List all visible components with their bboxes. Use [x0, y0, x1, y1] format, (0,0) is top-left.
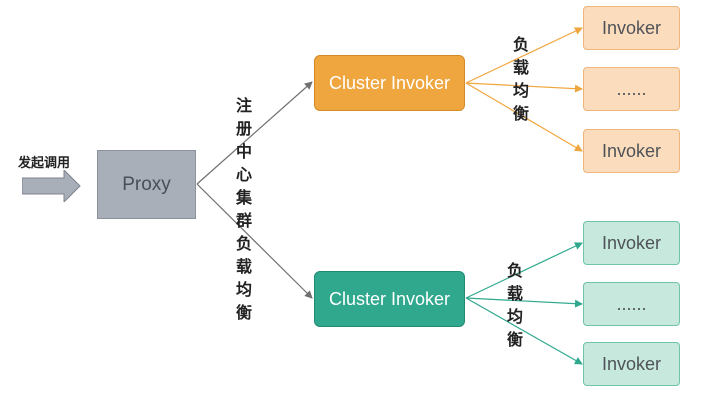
- invoke-arrow-icon: [22, 170, 81, 202]
- proxy-box: Proxy: [97, 150, 196, 219]
- invoker-bottom-3: Invoker: [583, 342, 680, 386]
- invoke-label: 发起调用: [18, 156, 71, 171]
- top-cluster-to-invoker-2-arrow: [465, 82, 583, 93]
- invoker-top-3: Invoker: [583, 129, 680, 173]
- proxy-to-bottom-cluster-arrow: [196, 183, 313, 299]
- top-cluster-to-invoker-1-arrow: [465, 27, 583, 84]
- invoker-top-1: Invoker: [583, 6, 680, 50]
- invoker-bottom-1: Invoker: [583, 221, 680, 265]
- invoker-bottom-2: ......: [583, 282, 680, 326]
- cluster-invoker-bottom: Cluster Invoker: [314, 271, 465, 327]
- load-balance-label-bottom: 负载均衡: [504, 262, 523, 354]
- registry-load-balance-label: 注册中心集群负载均衡: [233, 97, 252, 327]
- cluster-invoker-top: Cluster Invoker: [314, 55, 465, 111]
- bottom-cluster-to-invoker-2-arrow: [465, 297, 583, 308]
- top-cluster-to-invoker-3-arrow: [465, 82, 583, 152]
- bottom-cluster-to-invoker-1-arrow: [465, 242, 583, 299]
- load-balance-label-top: 负载均衡: [510, 36, 529, 128]
- invoker-top-2: ......: [583, 67, 680, 111]
- proxy-to-top-cluster-arrow: [196, 81, 313, 185]
- bottom-cluster-to-invoker-3-arrow: [465, 297, 583, 365]
